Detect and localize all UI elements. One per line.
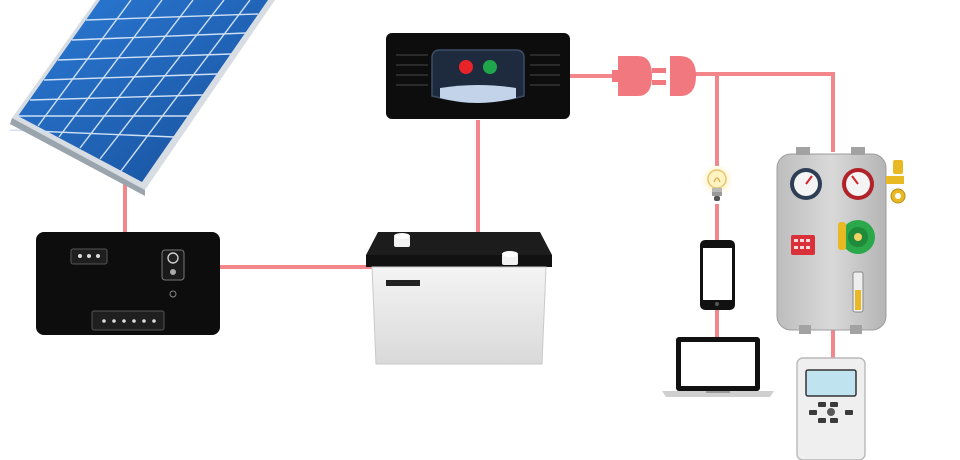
smartphone xyxy=(700,240,735,310)
brass-safety-valve xyxy=(886,160,906,204)
inverter-red-indicator xyxy=(459,60,473,74)
laptop xyxy=(662,337,774,397)
pump-unit xyxy=(791,235,815,255)
solar-panel xyxy=(9,0,275,196)
battery-terminal-positive xyxy=(502,251,518,265)
temperature-gauge-right xyxy=(842,168,874,200)
controller-knob xyxy=(167,252,179,264)
wire-network xyxy=(123,72,835,360)
inverter xyxy=(386,33,570,119)
green-valve-knob xyxy=(841,220,875,254)
battery-terminal-negative xyxy=(394,233,410,247)
pump-station xyxy=(776,147,906,334)
wire-plug-to-pump-station xyxy=(694,72,835,152)
inverter-green-indicator xyxy=(483,60,497,74)
battery xyxy=(366,232,552,365)
charge-controller xyxy=(36,232,220,335)
thermostat-controller xyxy=(796,357,866,460)
light-bulb-icon xyxy=(701,164,733,201)
power-plug-icon xyxy=(612,56,696,96)
temperature-gauge-left xyxy=(790,168,822,200)
